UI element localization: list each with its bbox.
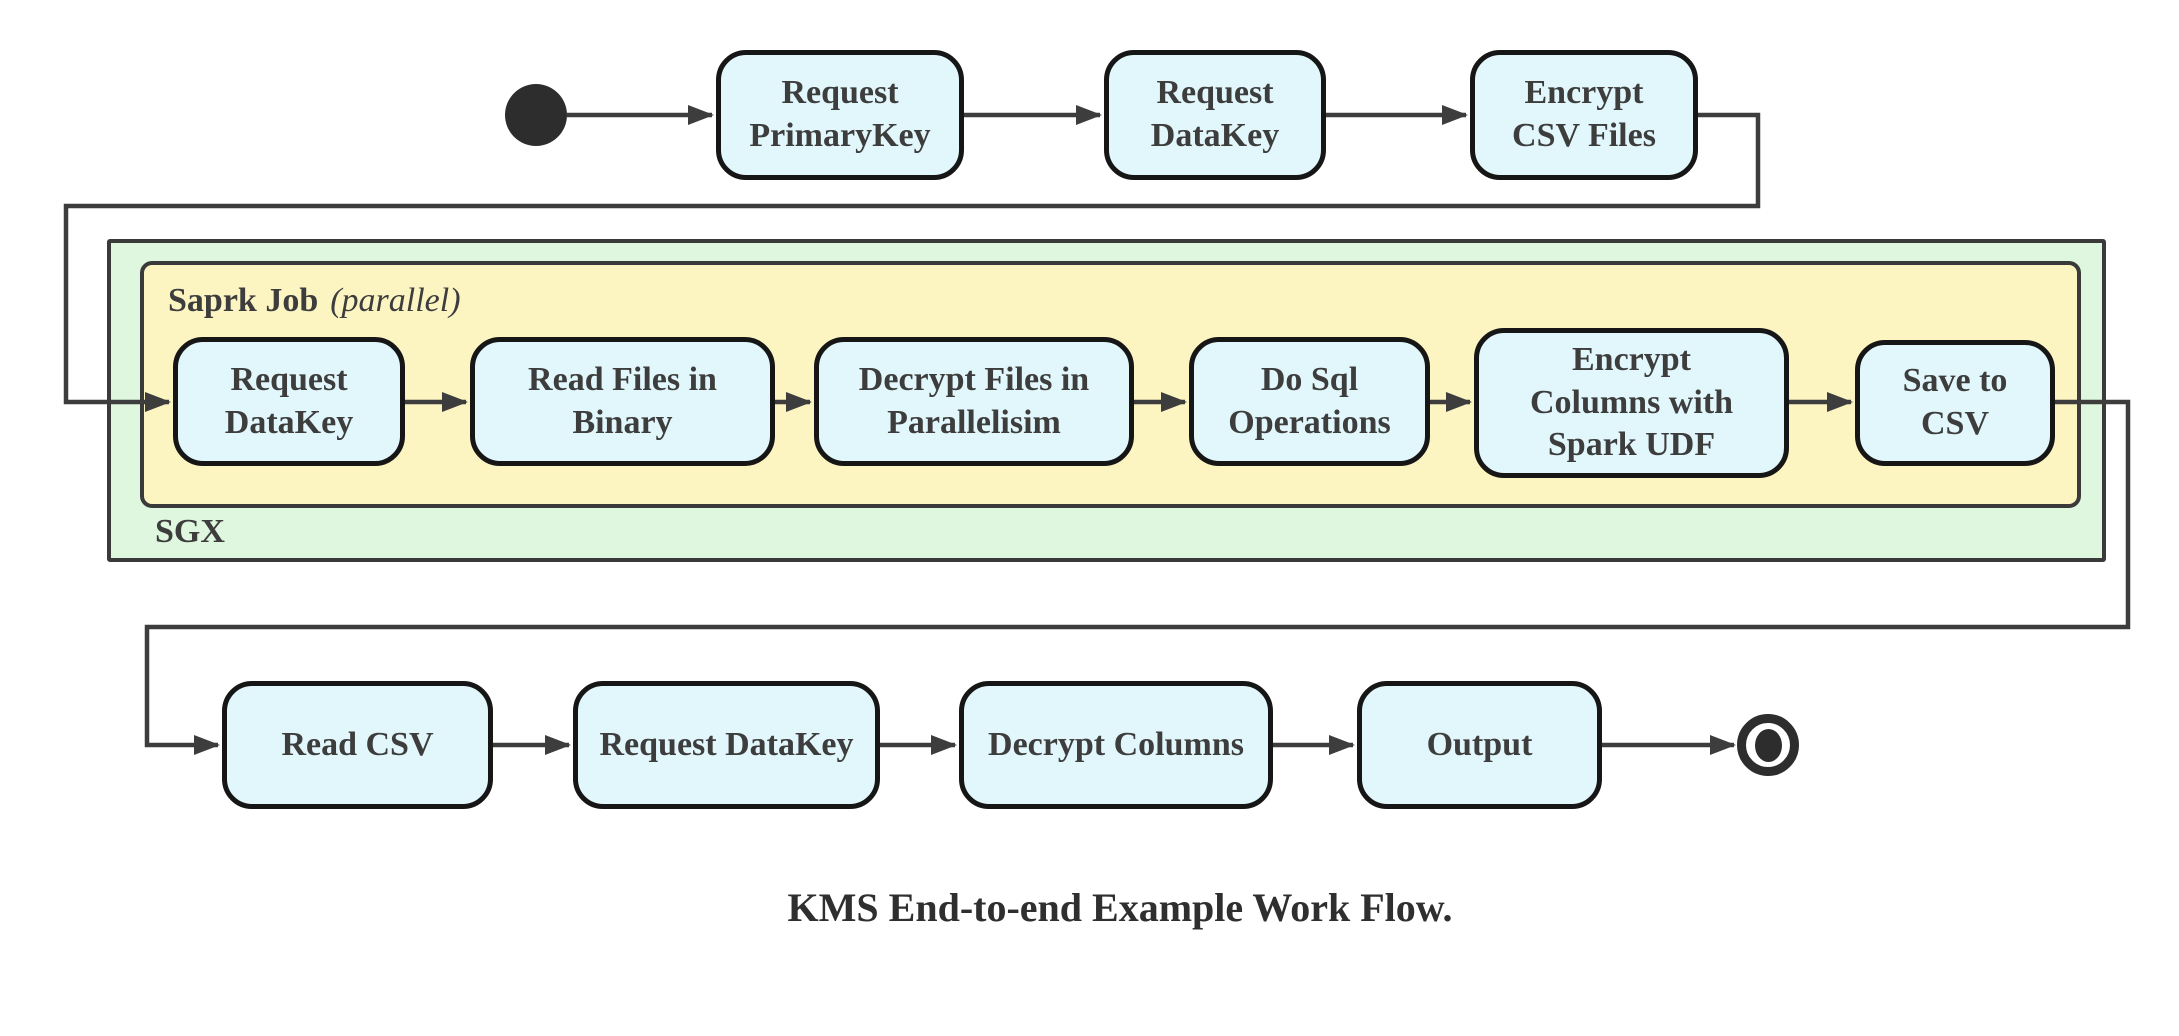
node-label: Request PrimaryKey [749,74,931,154]
node-label: Output [1426,725,1533,763]
node-read-csv: Read CSV [222,681,493,809]
node-decrypt-columns: Decrypt Columns [959,681,1273,809]
end-node-inner-dot [1754,728,1782,762]
node-output: Output [1357,681,1602,809]
node-label: Do Sql Operations [1228,360,1391,441]
node-do-sql-operations: Do Sql Operations [1189,337,1430,466]
node-label: Encrypt Columns with Spark UDF [1529,340,1734,464]
sgx-label: SGX [155,513,225,550]
node-label: Save to CSV [1902,362,2008,442]
node-label: Decrypt Columns [988,725,1244,763]
node-read-files-in-binary: Read Files in Binary [470,337,775,466]
node-label: Request DataKey [1150,74,1280,154]
node-request-primarykey: Request PrimaryKey [716,50,964,180]
node-label: Read CSV [281,725,434,763]
node-request-datakey-top: Request DataKey [1104,50,1326,180]
spark-job-annotation: (parallel) [330,282,461,319]
spark-job-title: Saprk Job [168,282,319,319]
diagram-caption: KMS End-to-end Example Work Flow. [787,885,1453,930]
node-save-to-csv: Save to CSV [1855,340,2055,466]
node-request-datakey-bottom: Request DataKey [573,681,880,809]
start-node [505,84,567,146]
node-label: Encrypt CSV Files [1512,74,1656,154]
node-label: Request DataKey [599,725,854,763]
node-label: Request DataKey [224,360,354,441]
node-label: Decrypt Files in Parallelisim [858,360,1090,441]
node-spark-request-datakey: Request DataKey [173,337,405,466]
node-encrypt-columns-spark-udf: Encrypt Columns with Spark UDF [1474,328,1789,478]
node-decrypt-files-in-parallelisim: Decrypt Files in Parallelisim [814,337,1134,466]
end-node [1737,714,1799,776]
node-encrypt-csv-files: Encrypt CSV Files [1470,50,1698,180]
node-label: Read Files in Binary [528,360,717,441]
spark-job-label: Saprk Job (parallel) [168,282,461,320]
